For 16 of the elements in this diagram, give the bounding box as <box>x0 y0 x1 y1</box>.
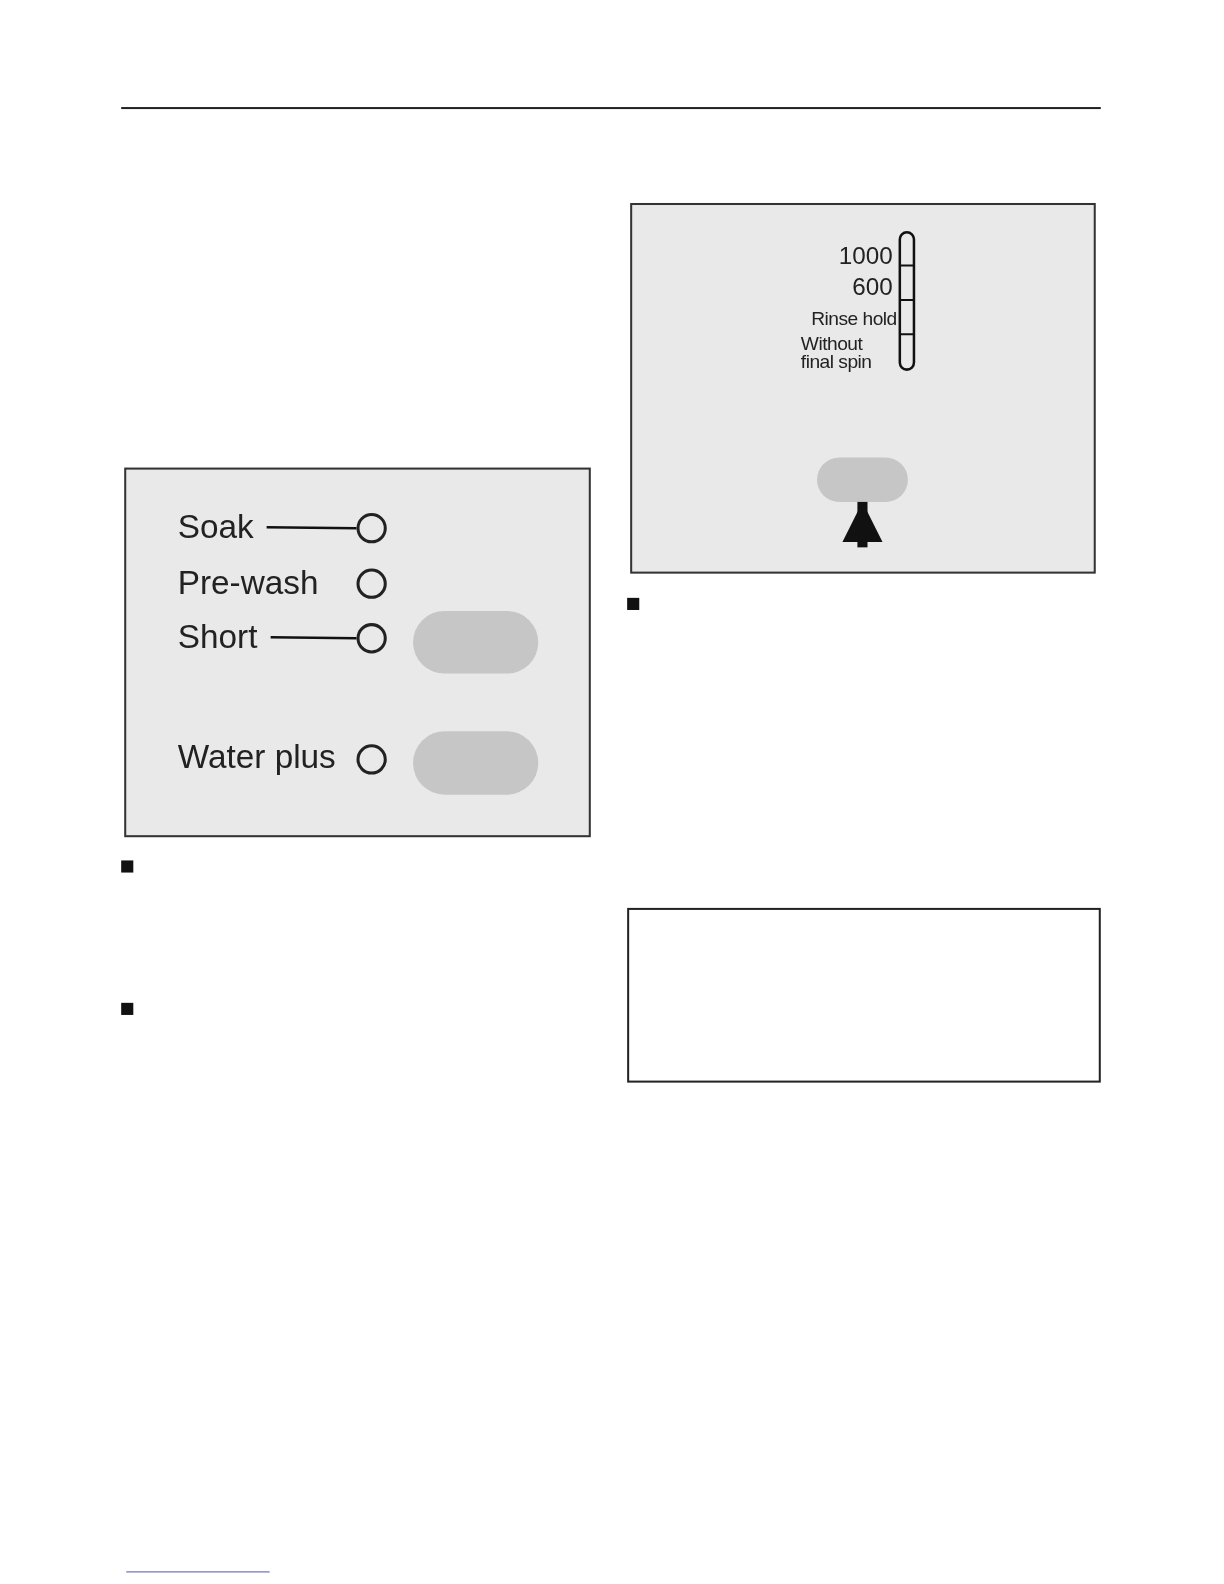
scale-label: 1000 <box>837 240 893 270</box>
option-label: Soak <box>177 508 265 547</box>
arrow <box>842 501 883 548</box>
indicator-light <box>356 513 387 544</box>
indicator-light <box>356 623 387 654</box>
indicator-light <box>356 744 387 775</box>
indicator-light <box>356 568 387 599</box>
push-button <box>817 457 908 502</box>
option-label: Short <box>177 618 269 657</box>
connector-line <box>270 636 357 640</box>
scale-label: Without final spin <box>800 335 873 370</box>
scale-label: Rinse hold <box>810 307 897 332</box>
option-label: Water plus <box>177 737 336 776</box>
option-label: Pre-wash <box>177 563 319 602</box>
connector-line <box>266 525 357 530</box>
scale-label: 600 <box>851 271 893 301</box>
